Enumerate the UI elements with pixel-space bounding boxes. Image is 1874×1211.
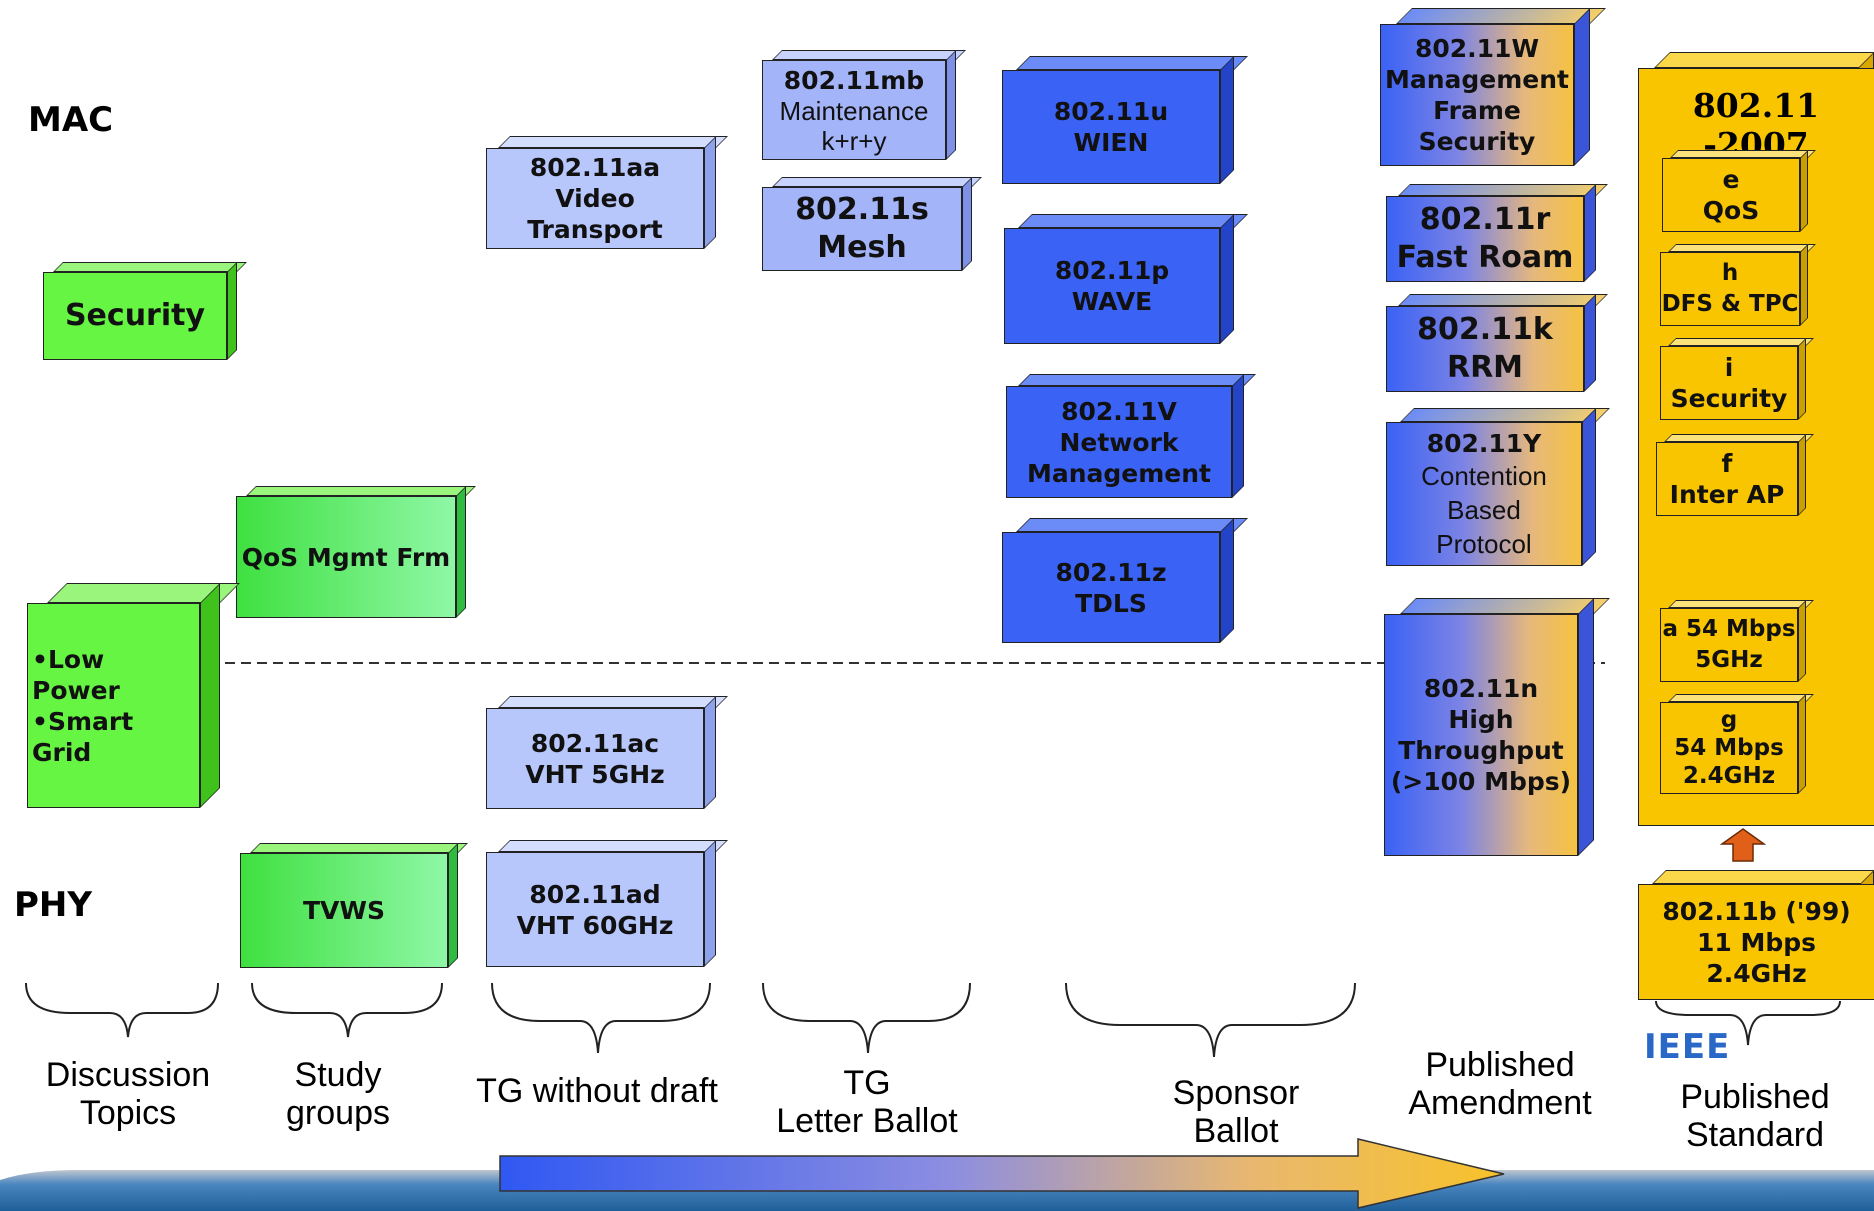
- box-802-11y-title: 802.11Y: [1426, 428, 1542, 458]
- box-802-11ac-text: 802.11ac VHT 5GHz: [525, 728, 665, 789]
- box-802-11p-text: 802.11p WAVE: [1054, 256, 1170, 316]
- box-802-11w-text: 802.11W Management Frame Security: [1384, 34, 1570, 156]
- box-802-11y: 802.11Y Contention Based Protocol: [1386, 408, 1610, 566]
- box-802-11s-text: 802.11s Mesh: [795, 192, 929, 265]
- box-802-11aa-text: 802.11aa Video Transport: [527, 153, 663, 244]
- stage-tg-without-draft: TG without draft: [476, 1072, 718, 1110]
- standard-item-h-text: h DFS & TPC: [1661, 260, 1799, 317]
- box-802-11r: 802.11r Fast Roam: [1386, 184, 1608, 282]
- box-802-11u-text: 802.11u WIEN: [1053, 97, 1169, 157]
- qos-mgmt-frm-box: QoS Mgmt Frm: [236, 486, 476, 618]
- box-802-11r-text: 802.11r Fast Roam: [1396, 202, 1574, 275]
- box-802-11n-text: 802.11n High Throughput (>100 Mbps): [1390, 674, 1572, 796]
- progress-arrow-icon: [499, 1138, 1505, 1209]
- security-box: Security: [43, 262, 247, 360]
- box-802-11y-sub: Contention Based Protocol: [1421, 460, 1547, 559]
- low-power-smart-grid-box: •Low Power •Smart Grid: [27, 583, 240, 808]
- box-802-11v-text: 802.11V Network Management: [1026, 396, 1212, 488]
- security-text: Security: [64, 298, 206, 333]
- box-802-11aa: 802.11aa Video Transport: [486, 136, 728, 249]
- stage-published-amendment: Published Amendment: [1408, 1046, 1592, 1122]
- standard-item-g: g 54 Mbps 2.4GHz: [1660, 694, 1814, 794]
- box-802-11s: 802.11s Mesh: [762, 177, 982, 271]
- mac-label: MAC: [28, 100, 114, 140]
- box-802-11ad: 802.11ad VHT 60GHz: [486, 840, 728, 967]
- standard-item-i-text: i Security: [1670, 353, 1788, 413]
- standard-item-a-text: a 54 Mbps 5GHz: [1662, 616, 1796, 673]
- standard-item-h: h DFS & TPC: [1660, 244, 1816, 326]
- box-802-11b-text: 802.11b ('99) 11 Mbps 2.4GHz: [1662, 896, 1851, 988]
- box-802-11z: 802.11z TDLS: [1002, 518, 1248, 643]
- stage-study-groups: Study groups: [286, 1056, 390, 1132]
- box-802-11p: 802.11p WAVE: [1004, 214, 1248, 344]
- standard-item-f-text: f Inter AP: [1669, 449, 1785, 509]
- tvws-text: TVWS: [303, 896, 385, 925]
- standard-item-e: e QoS: [1662, 150, 1816, 232]
- box-802-11u: 802.11u WIEN: [1002, 56, 1248, 184]
- standard-item-f: f Inter AP: [1656, 434, 1814, 516]
- braces-layer: [25, 982, 1841, 1058]
- box-802-11n: 802.11n High Throughput (>100 Mbps): [1384, 598, 1610, 856]
- low-power-smart-grid-text: •Low Power •Smart Grid: [32, 644, 134, 767]
- standard-item-i: i Security: [1660, 338, 1814, 420]
- box-802-11mb-title: 802.11mb: [783, 65, 925, 95]
- standard-item-g-text: g 54 Mbps 2.4GHz: [1674, 707, 1784, 789]
- phy-label: PHY: [14, 885, 92, 925]
- box-802-11v: 802.11V Network Management: [1006, 374, 1256, 498]
- brace-sponsor: [1065, 982, 1356, 1058]
- box-802-11mb: 802.11mb Maintenance k+r+y: [762, 50, 966, 160]
- brace-tg-without-draft: [491, 982, 711, 1054]
- brace-study: [251, 982, 443, 1038]
- box-802-11k-text: 802.11k RRM: [1417, 312, 1553, 385]
- ieee-logo-text: IEEE: [1644, 1027, 1731, 1067]
- standard-item-a: a 54 Mbps 5GHz: [1660, 600, 1814, 682]
- qos-mgmt-frm-text: QoS Mgmt Frm: [241, 542, 451, 572]
- box-802-11mb-sub: Maintenance k+r+y: [779, 95, 929, 156]
- box-802-11w: 802.11W Management Frame Security: [1380, 8, 1606, 166]
- ieee-logo: IEEE: [1644, 1030, 1740, 1064]
- stage-sponsor-ballot: Sponsor Ballot: [1172, 1074, 1300, 1150]
- stage-tg-letter-ballot: TG Letter Ballot: [776, 1064, 958, 1140]
- up-arrow-icon: [1720, 828, 1766, 862]
- brace-standard: [1655, 1000, 1841, 1046]
- box-802-11z-text: 802.11z TDLS: [1055, 557, 1167, 618]
- box-802-11ac: 802.11ac VHT 5GHz: [486, 696, 728, 809]
- stage-discussion-topics: Discussion Topics: [45, 1056, 211, 1132]
- box-802-11b: 802.11b ('99) 11 Mbps 2.4GHz: [1638, 870, 1874, 1000]
- brace-letter-ballot: [762, 982, 971, 1054]
- tvws-box: TVWS: [240, 843, 468, 968]
- brace-discussion: [25, 982, 219, 1038]
- box-802-11ad-text: 802.11ad VHT 60GHz: [516, 879, 674, 940]
- standard-item-e-text: e QoS: [1702, 165, 1760, 225]
- stage-published-standard: Published Standard: [1680, 1078, 1830, 1154]
- box-802-11k: 802.11k RRM: [1386, 294, 1608, 392]
